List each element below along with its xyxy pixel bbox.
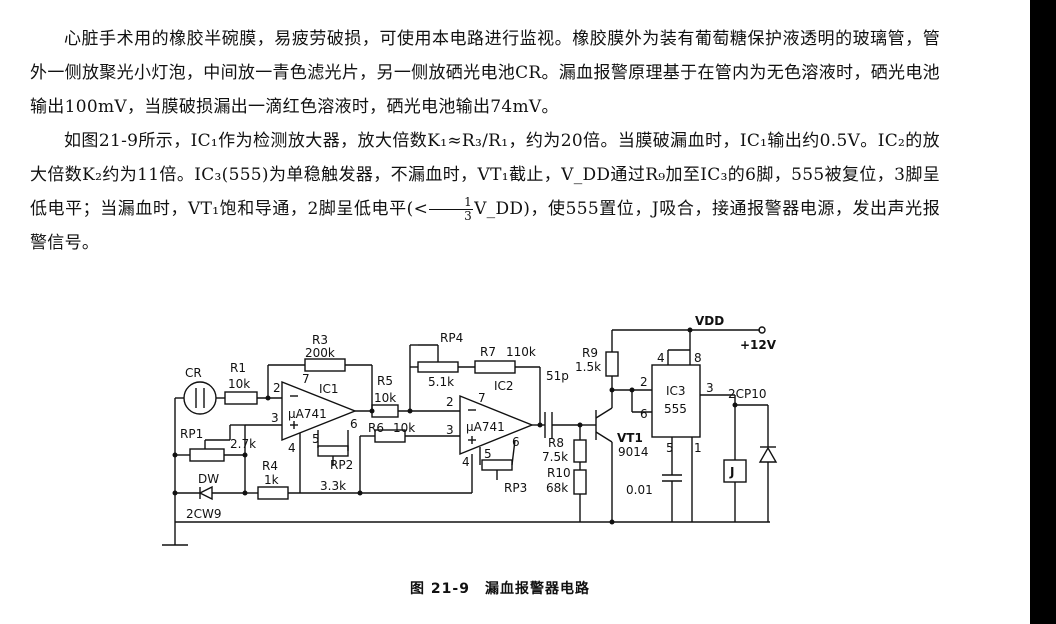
pin-ic3-3: 3 [706,381,714,395]
label-r1: R1 [230,361,246,375]
label-ic3-type: 555 [664,402,687,416]
label-rp3: RP3 [504,481,527,495]
pin-ic2-4: 4 [462,455,470,469]
label-rp4: RP4 [440,331,463,345]
figure-caption: 图 21-9 漏血报警器电路 [410,581,590,597]
pin-ic1-5: 5 [312,432,320,446]
pin-ic3-6: 6 [640,407,648,421]
circuit-schematic: VDD +12V CR R1 10k R3 200k IC1 μA741 RP1… [162,314,778,546]
label-rp2: RP2 [330,458,353,472]
pin-ic3-4: 4 [657,351,665,365]
label-ic1: IC1 [319,382,339,396]
label-r9-value: 1.5k [575,360,601,374]
label-ic2: IC2 [494,379,514,393]
label-ic3: IC3 [666,384,686,398]
label-vt1: VT1 [617,431,643,445]
fraction-numerator: 1 [429,196,474,210]
label-dw: DW [198,472,219,486]
label-r10: R10 [547,466,571,480]
pin-ic1-3: 3 [271,411,279,425]
label-r2-value: 3.3k [320,479,346,493]
pin-ic1-2: 2 [273,381,281,395]
label-r4-value: 1k [264,473,279,487]
label-cr: CR [185,366,202,380]
label-r5: R5 [377,374,393,388]
paragraph-1: 心脏手术用的橡胶半碗膜，易疲劳破损，可使用本电路进行监视。橡胶膜外为装有葡萄糖保… [30,29,940,117]
label-r6-value: 10k [393,421,415,435]
label-r3-value: 200k [305,346,335,360]
pin-ic2-2: 2 [446,395,454,409]
pin-ic2-6: 6 [512,435,520,449]
label-vdd: VDD [695,314,724,328]
paragraph-2-tail: V_DD)，使555置位，J吸合，接通报警器电源，发出声光报警信号。 [30,199,941,253]
paragraph-2: 如图21-9所示，IC₁作为检测放大器，放大倍数K₁≈R₃/R₁，约为20倍。当… [30,124,940,260]
pin-ic3-8: 8 [694,351,702,365]
label-vt1-type: 9014 [618,445,649,459]
fraction-denominator: 3 [464,209,473,223]
label-rp1: RP1 [180,427,203,441]
label-ic2-type: μA741 [466,420,505,434]
label-c1-value: 51p [546,369,569,383]
label-rp1-value: 2.7k [230,437,256,451]
label-ic1-type: μA741 [288,407,327,421]
label-r8-value: 7.5k [542,450,568,464]
label-r10-value: 68k [546,481,568,495]
label-diode2: 2CP10 [728,387,767,401]
pin-ic3-1: 1 [694,441,702,455]
label-r7-value: 110k [506,345,536,359]
label-r9: R9 [582,346,598,360]
pin-ic1-6: 6 [350,417,358,431]
label-dw-type: 2CW9 [186,507,222,521]
label-c2-value: 0.01 [626,483,653,497]
pin-ic3-2: 2 [640,375,648,389]
pin-ic2-5: 5 [484,447,492,461]
pin-ic1-4: 4 [288,441,296,455]
label-r8: R8 [548,436,564,450]
label-relay: J [729,465,734,479]
scan-edge-bar [1030,0,1056,624]
label-r1-value: 10k [228,377,250,391]
body-text: 心脏手术用的橡胶半碗膜，易疲劳破损，可使用本电路进行监视。橡胶膜外为装有葡萄糖保… [30,22,940,260]
label-r5-value: 10k [374,391,396,405]
label-r6: R6 [368,421,384,435]
label-rp4-value: 5.1k [428,375,454,389]
pin-ic1-7: 7 [302,372,310,386]
pin-ic2-3: 3 [446,423,454,437]
pin-ic3-5: 5 [666,441,674,455]
label-supply: +12V [740,338,777,352]
label-r3: R3 [312,333,328,347]
pin-ic2-7: 7 [478,391,486,405]
label-r4: R4 [262,459,278,473]
paragraph-2-main: 如图21-9所示，IC₁作为检测放大器，放大倍数K₁≈R₃/R₁，约为20倍。当… [30,131,940,219]
label-r7: R7 [480,345,496,359]
